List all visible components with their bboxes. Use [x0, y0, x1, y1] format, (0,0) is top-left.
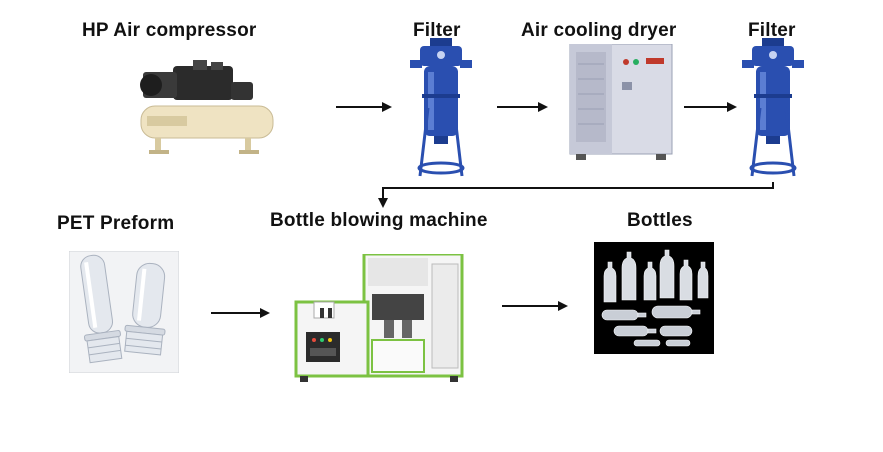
blowing-machine-image [294, 254, 464, 382]
filter-1-label: Filter [413, 20, 461, 41]
filter-2-image [742, 38, 804, 177]
pet-preform-image [69, 251, 179, 373]
air-dryer-image [569, 44, 673, 160]
filter-2-label: Filter [748, 20, 796, 41]
filter-1-image [410, 38, 472, 177]
bottles-label: Bottles [627, 210, 693, 231]
compressor-label: HP Air compressor [82, 20, 257, 41]
air-compressor-image [140, 60, 274, 154]
preform-label: PET Preform [57, 213, 175, 234]
blower-label: Bottle blowing machine [270, 210, 488, 231]
bottles-image [594, 242, 714, 354]
dryer-label: Air cooling dryer [521, 20, 677, 41]
arrow-filter-to-blower [378, 182, 774, 208]
